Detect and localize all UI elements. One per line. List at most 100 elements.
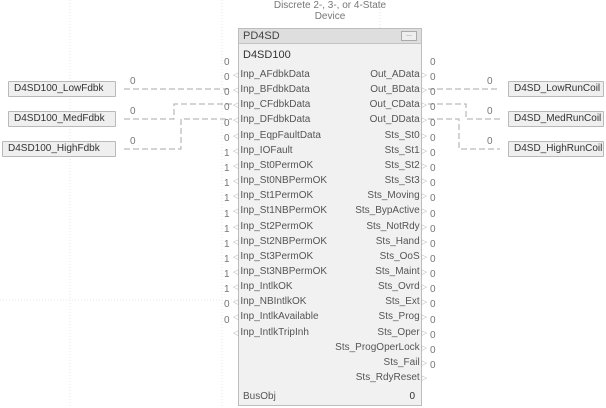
input-connector-icon[interactable]: ◁: [233, 253, 241, 261]
input-pin[interactable]: Inp_EqpFaultData: [240, 129, 321, 141]
output-pin[interactable]: Sts_St1: [384, 144, 420, 156]
output-connector-icon[interactable]: ▷: [419, 359, 427, 367]
input-connector-icon[interactable]: ◁: [233, 314, 241, 322]
output-pin[interactable]: Out_BData: [370, 84, 420, 96]
output-connector-icon[interactable]: ▷: [419, 238, 427, 246]
output-pin[interactable]: Out_DData: [369, 114, 420, 126]
input-connector-icon[interactable]: ◁: [233, 132, 241, 140]
output-pin-row[interactable]: Out_AData ▷: [370, 68, 427, 82]
output-pin[interactable]: Sts_OoS: [379, 250, 420, 262]
output-pin-row[interactable]: Sts_Ovrd ▷: [378, 280, 427, 294]
output-pin-row[interactable]: Sts_Ext ▷: [385, 295, 427, 309]
input-connector-icon[interactable]: ◁: [233, 284, 241, 292]
input-pin[interactable]: Inp_IOFault: [240, 144, 293, 156]
output-pin-row[interactable]: Sts_Prog ▷: [379, 310, 427, 324]
input-pin-row[interactable]: ◁ Inp_BFdbkData: [233, 83, 310, 97]
output-pin-row[interactable]: Sts_Moving ▷: [367, 189, 427, 203]
output-pin[interactable]: Sts_Fail: [383, 356, 420, 368]
input-pin[interactable]: Inp_CFdbkData: [240, 99, 311, 111]
input-connector-icon[interactable]: ◁: [233, 268, 241, 276]
output-pin-row[interactable]: Sts_OoS ▷: [380, 250, 427, 264]
input-pin[interactable]: Inp_IntlkOK: [240, 281, 293, 293]
input-connector-icon[interactable]: ◁: [233, 72, 241, 79]
input-pin[interactable]: Inp_DFdbkData: [240, 114, 311, 126]
output-pin[interactable]: Sts_Moving: [367, 190, 420, 202]
output-pin[interactable]: Sts_St0: [384, 129, 420, 141]
output-connector-icon[interactable]: ▷: [419, 208, 427, 216]
output-connector-icon[interactable]: ▷: [419, 72, 427, 79]
input-connector-icon[interactable]: ◁: [233, 223, 241, 231]
input-pin[interactable]: Inp_AFdbkData: [240, 69, 310, 80]
input-pin-row[interactable]: ◁ Inp_IntlkOK: [233, 280, 293, 294]
input-pin[interactable]: Inp_St3PermOK: [240, 250, 314, 262]
input-connector-icon[interactable]: ◁: [233, 102, 241, 110]
input-pin-row[interactable]: ◁ Inp_IOFault: [233, 144, 293, 158]
input-pin-row[interactable]: ◁ Inp_DFdbkData: [233, 113, 310, 127]
input-pin-row[interactable]: ◁ Inp_IntlkAvailable: [233, 310, 319, 324]
output-connector-icon[interactable]: ▷: [419, 87, 427, 95]
input-connector-icon[interactable]: ◁: [233, 329, 241, 337]
output-pin[interactable]: Sts_ProgOperLock: [335, 341, 420, 353]
input-connector-icon[interactable]: ◁: [233, 193, 241, 201]
output-pin-row[interactable]: Sts_BypActive ▷: [355, 204, 427, 218]
output-connector-icon[interactable]: ▷: [419, 314, 427, 322]
output-pin-row[interactable]: Sts_Fail ▷: [384, 356, 427, 370]
output-pin[interactable]: Sts_Hand: [375, 235, 420, 247]
input-pin[interactable]: Inp_BFdbkData: [240, 84, 310, 96]
input-pin-row[interactable]: ◁ Inp_NBIntlkOK: [233, 295, 306, 309]
input-pin-row[interactable]: ◁ Inp_CFdbkData: [233, 98, 310, 112]
output-connector-icon[interactable]: ▷: [419, 284, 427, 292]
input-pin-row[interactable]: ◁ Inp_St1NBPermOK: [233, 204, 327, 218]
output-connector-icon[interactable]: ▷: [419, 375, 427, 382]
output-pin-row[interactable]: Sts_St2 ▷: [385, 159, 427, 173]
output-pin-row[interactable]: Sts_Maint ▷: [375, 265, 427, 279]
input-connector-icon[interactable]: ◁: [233, 238, 241, 246]
input-pin-row[interactable]: ◁ Inp_St0NBPermOK: [233, 174, 327, 188]
output-pin-row[interactable]: Out_DData ▷: [370, 113, 427, 127]
output-pin[interactable]: Sts_RdyReset: [355, 372, 420, 383]
input-connector-icon[interactable]: ◁: [233, 299, 241, 307]
input-pin-row[interactable]: ◁ Inp_St3NBPermOK: [233, 265, 327, 279]
function-block[interactable]: PD4SD ... D4SD100 ◁ Inp_AFdbkData◁ Inp_B…: [233, 28, 427, 406]
input-pin-row[interactable]: ◁ Inp_EqpFaultData: [233, 129, 321, 143]
output-pin[interactable]: Out_AData: [370, 69, 420, 80]
output-pin[interactable]: Sts_BypActive: [355, 205, 420, 217]
output-connector-icon[interactable]: ▷: [419, 268, 427, 276]
input-pin[interactable]: Inp_St2NBPermOK: [240, 235, 328, 247]
input-tag-high-fdbk[interactable]: D4SD100_HighFdbk: [2, 141, 116, 157]
input-connector-icon[interactable]: ◁: [233, 208, 241, 216]
output-connector-icon[interactable]: ▷: [419, 329, 427, 337]
output-pin-row[interactable]: Out_CData ▷: [370, 98, 427, 112]
output-pin[interactable]: Sts_Ovrd: [377, 281, 420, 293]
output-tag-low-run-coil[interactable]: D4SD_LowRunCoil: [508, 81, 604, 97]
input-pin[interactable]: Inp_NBIntlkOK: [240, 296, 307, 308]
output-connector-icon[interactable]: ▷: [419, 162, 427, 170]
input-pin[interactable]: Inp_St1NBPermOK: [240, 205, 328, 217]
output-tag-high-run-coil[interactable]: D4SD_HighRunCoil: [508, 141, 604, 157]
input-pin-row[interactable]: ◁ Inp_St2NBPermOK: [233, 235, 327, 249]
output-pin-row[interactable]: Sts_Hand ▷: [376, 235, 427, 249]
input-connector-icon[interactable]: ◁: [233, 87, 241, 95]
output-connector-icon[interactable]: ▷: [419, 193, 427, 201]
output-pin[interactable]: Out_CData: [369, 99, 420, 111]
output-pin[interactable]: Sts_NotRdy: [366, 220, 420, 232]
input-pin[interactable]: Inp_St3NBPermOK: [240, 265, 328, 277]
block-title-bar[interactable]: PD4SD ...: [239, 29, 421, 44]
input-pin-row[interactable]: ◁ Inp_St0PermOK: [233, 159, 313, 173]
input-pin[interactable]: Inp_St0NBPermOK: [240, 175, 328, 187]
output-pin-row[interactable]: Out_BData ▷: [370, 83, 427, 97]
output-connector-icon[interactable]: ▷: [419, 344, 427, 352]
output-pin[interactable]: Sts_Prog: [378, 311, 420, 323]
input-tag-med-fdbk[interactable]: D4SD100_MedFdbk: [8, 111, 116, 127]
output-tag-med-run-coil[interactable]: D4SD_MedRunCoil: [508, 111, 604, 127]
output-connector-icon[interactable]: ▷: [419, 299, 427, 307]
input-pin[interactable]: Inp_St1PermOK: [240, 190, 314, 202]
output-pin[interactable]: Sts_Ext: [385, 296, 420, 308]
block-properties-button[interactable]: ...: [401, 31, 417, 41]
output-pin-row[interactable]: Sts_NotRdy ▷: [366, 220, 427, 234]
output-pin[interactable]: Sts_Maint: [375, 265, 420, 277]
output-pin-row[interactable]: Sts_St0 ▷: [385, 129, 427, 143]
output-pin-row[interactable]: Sts_St3 ▷: [385, 174, 427, 188]
output-connector-icon[interactable]: ▷: [419, 178, 427, 186]
input-pin-row[interactable]: ◁ Inp_IntlkTripInh: [233, 326, 309, 340]
